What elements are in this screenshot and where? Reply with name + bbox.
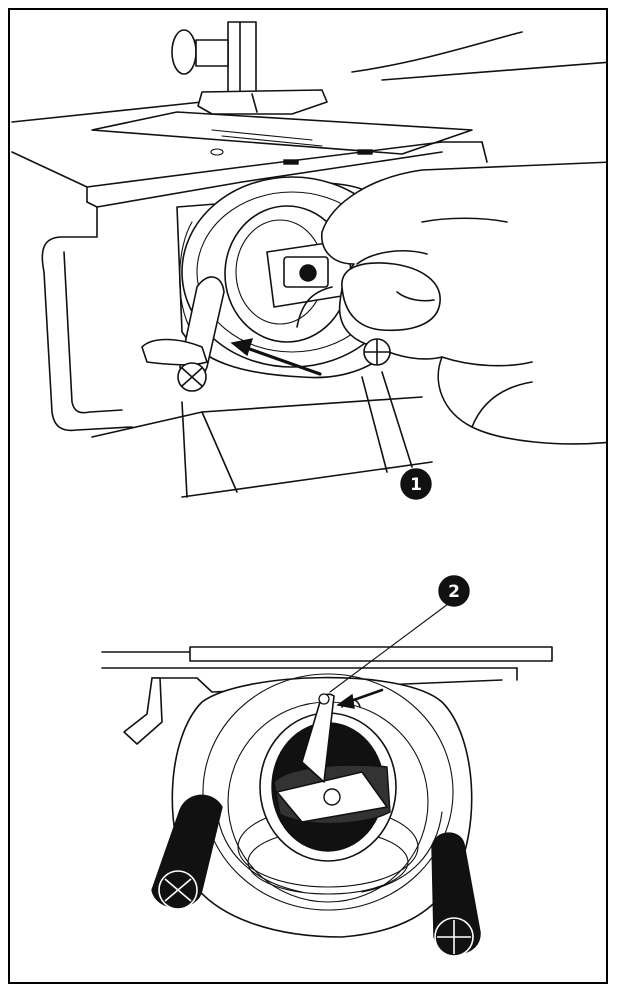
panel-1-removing-bobbin-case: 1 [11,21,606,500]
bobbin-case-diagram: 1 [11,21,606,957]
right-latch-knob [431,832,481,957]
direction-arrow [230,338,322,376]
needle-plate [91,111,473,165]
presser-foot [171,21,328,115]
panel-2-bobbin-case-installed: 2 [101,575,553,957]
hand-illustration [321,161,606,445]
figure-frame: 1 [8,8,608,984]
bobbin-case [259,693,397,862]
step-2-number: 2 [448,582,460,602]
notch-arrow [336,688,384,709]
step-1-number: 1 [410,475,422,495]
step-1-badge: 1 [400,468,432,500]
screw-head [363,338,391,366]
step-2-badge: 2 [438,575,470,607]
latch-lever [141,276,225,392]
left-latch-knob [151,794,223,910]
